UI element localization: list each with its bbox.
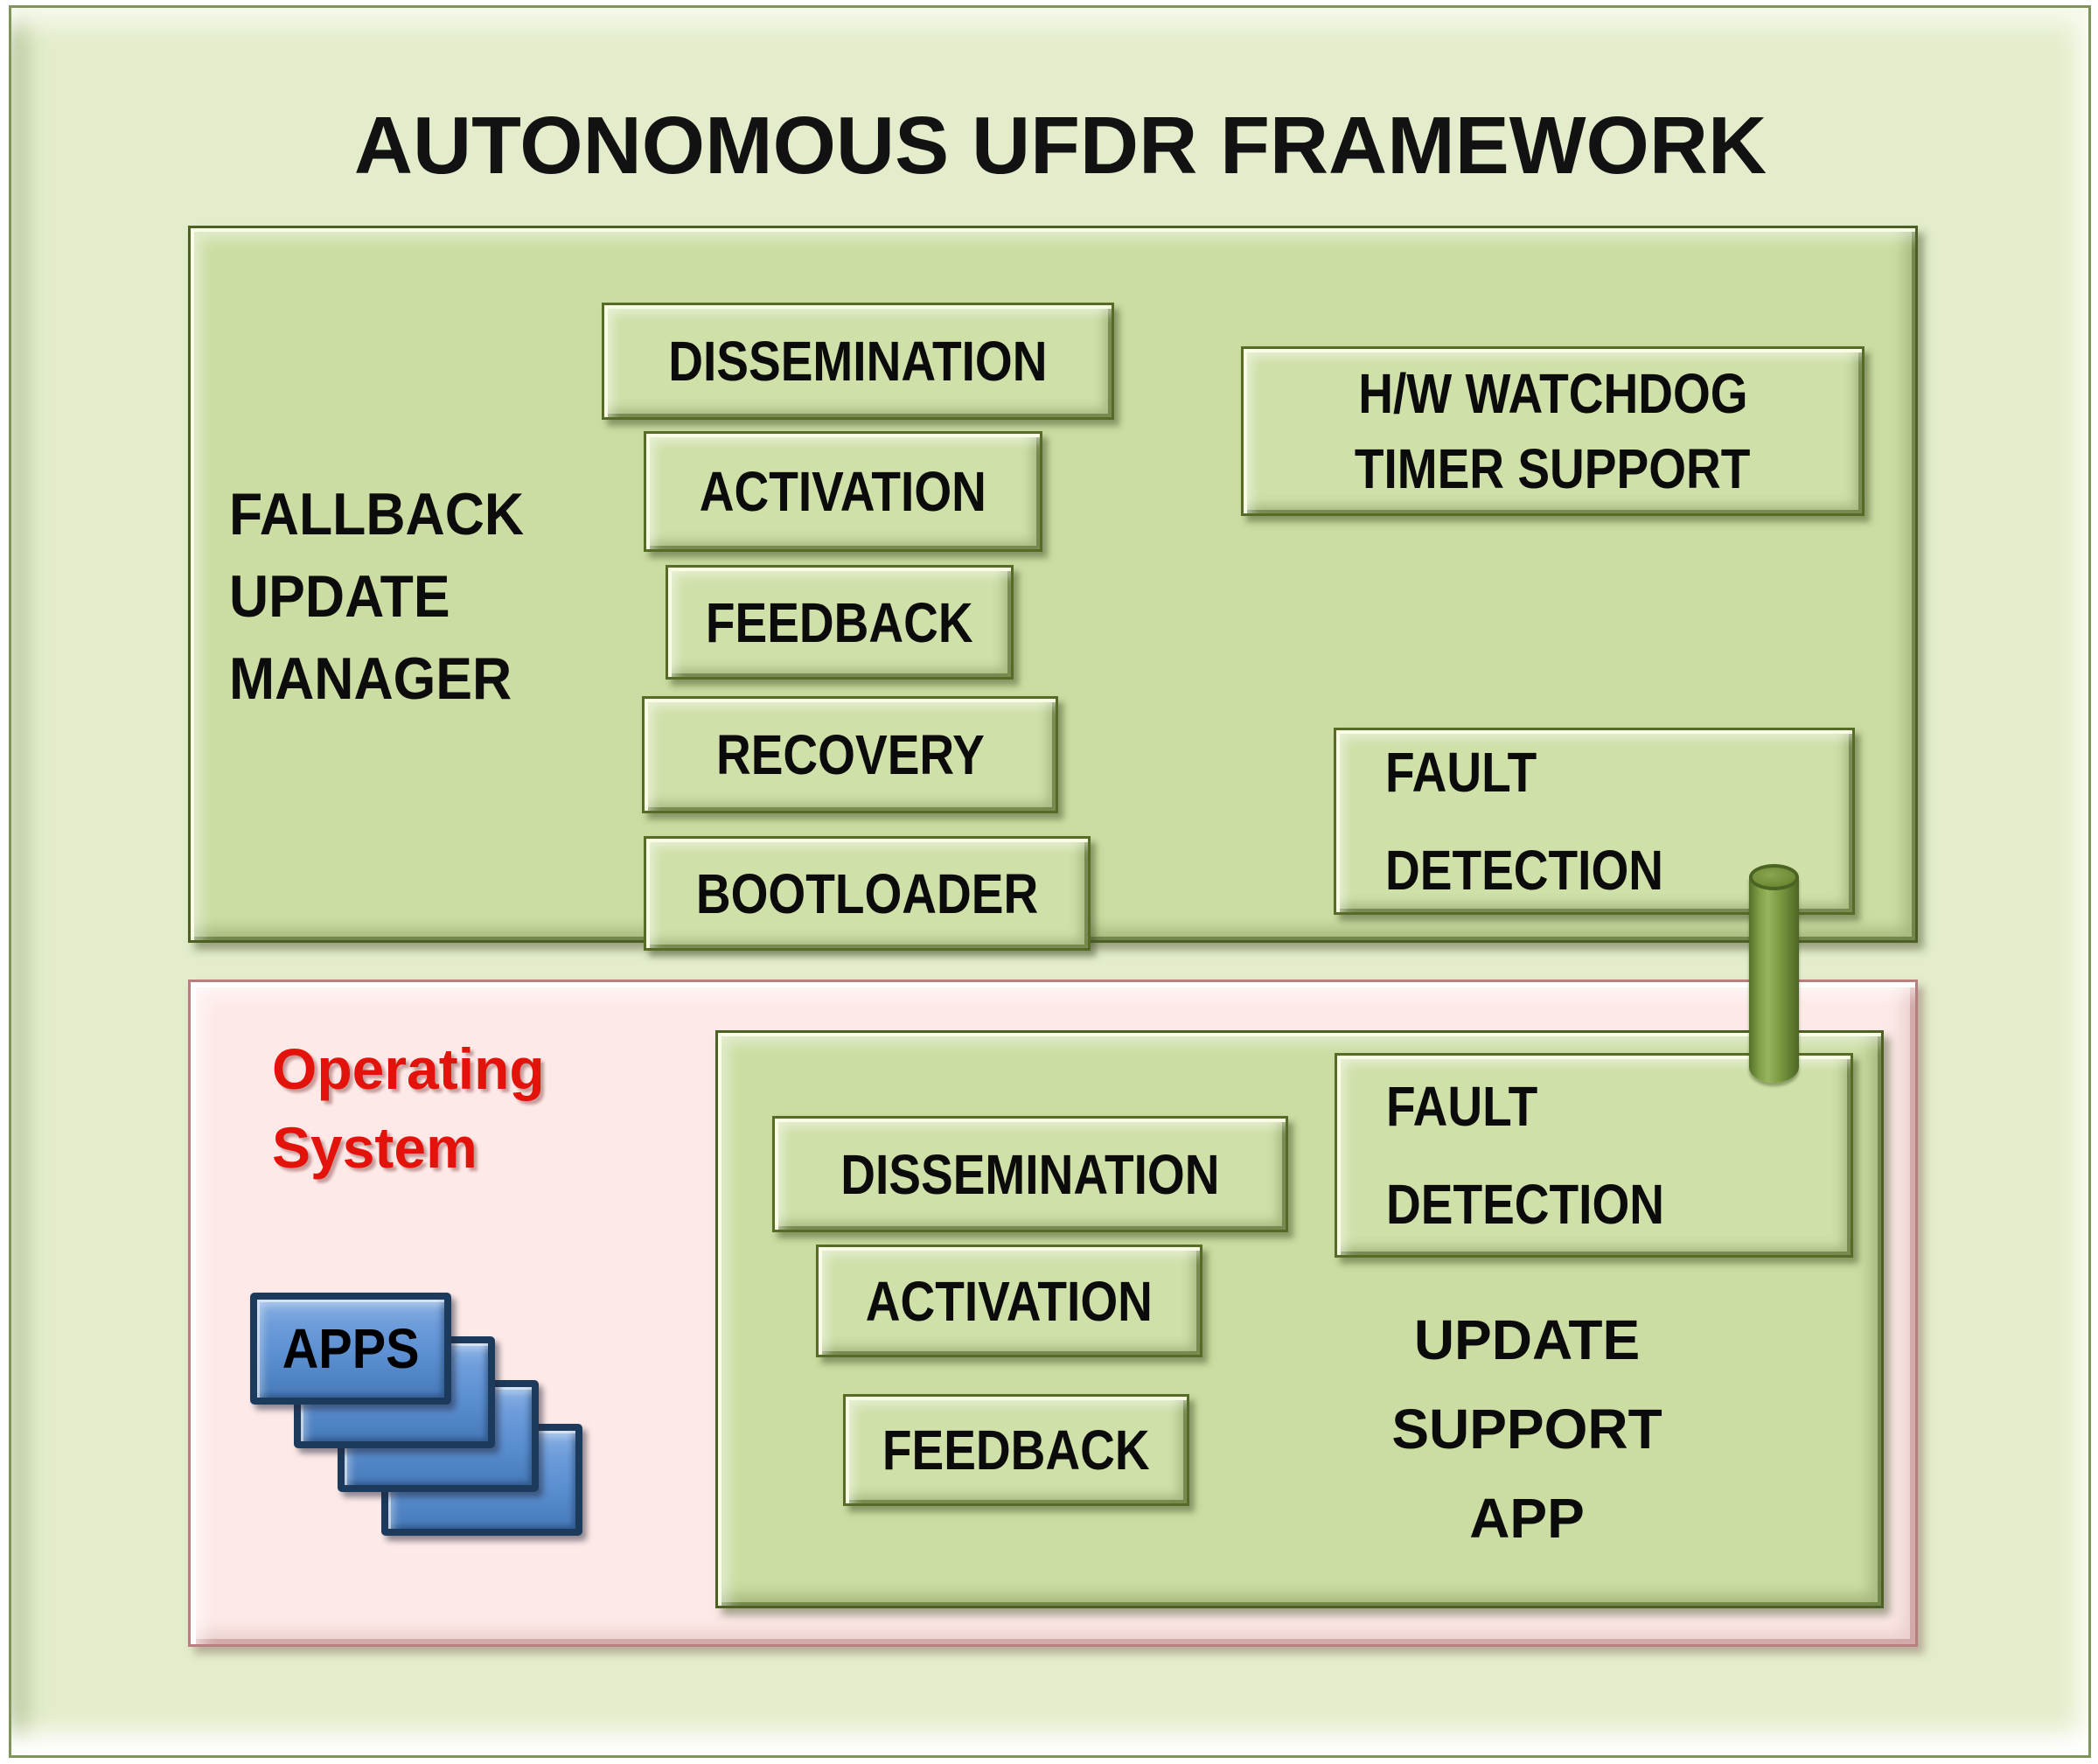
fault-detection-top-line1: FAULT: [1385, 741, 1537, 804]
fault-detection-box-top: FAULT DETECTION: [1334, 728, 1855, 915]
apps-label: APPS: [282, 1317, 420, 1380]
fault-detection-bottom-line1: FAULT: [1386, 1075, 1538, 1138]
fallback-label-line1: FALLBACK: [229, 481, 525, 547]
module-feedback-top-label: FEEDBACK: [706, 590, 973, 654]
hw-watchdog-line2: TIMER SUPPORT: [1355, 437, 1751, 500]
module-dissemination-bottom: DISSEMINATION: [772, 1116, 1288, 1232]
framework-outer-panel: AUTONOMOUS UFDR FRAMEWORK FALLBACK UPDAT…: [9, 5, 2091, 1758]
operating-system-label: Operating System: [272, 1029, 545, 1187]
fallback-update-manager-panel: FALLBACK UPDATE MANAGER DISSEMINATION AC…: [188, 226, 1918, 951]
module-activation-top: ACTIVATION: [644, 431, 1042, 552]
update-support-app-panel: DISSEMINATION ACTIVATION FEEDBACK FAULT …: [715, 1030, 1884, 1608]
hw-watchdog-line1: H/W WATCHDOG: [1357, 362, 1748, 425]
update-app-name-line2: SUPPORT: [1391, 1398, 1662, 1461]
fault-detection-box-bottom: FAULT DETECTION: [1335, 1053, 1853, 1258]
module-dissemination-bottom-label: DISSEMINATION: [840, 1142, 1220, 1206]
fault-detection-top-line2: DETECTION: [1385, 839, 1664, 902]
module-activation-bottom-label: ACTIVATION: [865, 1269, 1154, 1333]
module-bootloader-label: BOOTLOADER: [695, 861, 1039, 925]
connector-cylinder-body: [1749, 876, 1799, 1083]
connector-cylinder-top-ellipse: [1749, 864, 1799, 890]
page-title: AUTONOMOUS UFDR FRAMEWORK: [353, 100, 1767, 191]
module-activation-top-label: ACTIVATION: [699, 460, 987, 523]
update-support-app-label: UPDATE SUPPORT APP: [1195, 1295, 1859, 1563]
module-activation-bottom: ACTIVATION: [816, 1245, 1202, 1357]
module-recovery-label: RECOVERY: [715, 723, 985, 786]
app-card-front: APPS: [250, 1293, 451, 1405]
os-label-line2: System: [272, 1115, 477, 1180]
fault-detection-bottom-line2: DETECTION: [1386, 1173, 1665, 1236]
module-dissemination-top: DISSEMINATION: [602, 303, 1114, 420]
fallback-label-line2: UPDATE: [229, 563, 450, 630]
module-feedback-top: FEEDBACK: [666, 565, 1014, 680]
module-recovery: RECOVERY: [642, 696, 1058, 813]
fault-detection-connector-cylinder: [1749, 864, 1799, 1083]
hw-watchdog-timer-box: H/W WATCHDOG TIMER SUPPORT: [1241, 346, 1865, 516]
os-label-line1: Operating: [272, 1036, 545, 1101]
module-feedback-bottom: FEEDBACK: [843, 1394, 1189, 1506]
update-app-name-line3: APP: [1469, 1487, 1585, 1550]
module-dissemination-top-label: DISSEMINATION: [668, 330, 1048, 393]
fallback-manager-label: FALLBACK UPDATE MANAGER: [229, 473, 524, 720]
module-bootloader: BOOTLOADER: [644, 836, 1091, 951]
fallback-label-line3: MANAGER: [229, 645, 512, 712]
module-feedback-bottom-label: FEEDBACK: [882, 1419, 1150, 1482]
update-app-name-line1: UPDATE: [1413, 1308, 1641, 1371]
